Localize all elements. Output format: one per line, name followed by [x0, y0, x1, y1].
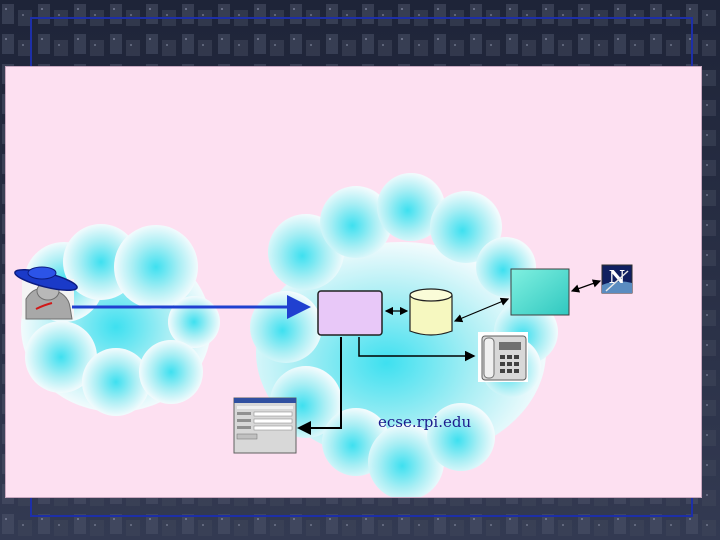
server-icon: [317, 290, 383, 336]
web-form-icon: [233, 397, 297, 454]
phone-icon: [478, 332, 528, 382]
frame-outline-lower: [30, 498, 693, 517]
service-box-icon: [510, 268, 570, 316]
slide-panel: N: [5, 66, 702, 498]
service-netscape-connector: [570, 279, 602, 293]
left-cloud: [21, 224, 220, 416]
database-icon: [409, 288, 453, 336]
netscape-icon: N: [601, 264, 633, 294]
svg-text:N: N: [609, 267, 625, 288]
user-icon: [14, 266, 78, 320]
server-webform-connector: [297, 337, 342, 435]
server-phone-connector: [358, 337, 476, 362]
network-diagram: N: [14, 173, 633, 497]
database-service-connector: [453, 297, 510, 323]
domain-label: ecse.rpi.edu: [378, 413, 472, 431]
